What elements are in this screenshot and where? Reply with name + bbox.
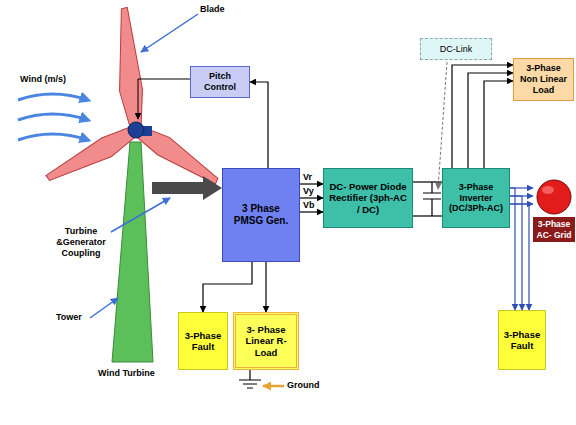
- connector: [300, 183, 323, 184]
- tower: [112, 142, 153, 362]
- inverter-box: 3-Phase Inverter (DC/3Ph-AC): [442, 168, 510, 228]
- signal-name: Vr: [302, 172, 313, 183]
- connector: [413, 181, 442, 182]
- load-box: 3-Phase Non Linear Load: [513, 58, 574, 101]
- connector: [300, 211, 323, 212]
- connector: [203, 262, 252, 312]
- connector: [452, 65, 513, 168]
- node-text: 3-Phase Fault: [182, 330, 224, 353]
- node-text: DC- Power Diode Rectifier (3ph-AC / DC): [327, 181, 409, 215]
- part-label: Turbine &Generator Coupling: [52, 226, 110, 258]
- node-text: 3-Phase Fault: [502, 329, 542, 352]
- signal-name: Vb: [302, 200, 316, 211]
- node-text: DC-Link: [424, 44, 488, 55]
- blade: [43, 122, 142, 188]
- node-text: 3- Phase Linear R-Load: [239, 324, 293, 358]
- connector: [413, 215, 442, 216]
- connector: [300, 197, 323, 198]
- fault-box: 3-Phase Fault: [178, 312, 228, 370]
- highlight: [542, 186, 554, 194]
- ground-symbol: [239, 370, 261, 388]
- part-label: Wind Turbine: [98, 368, 168, 379]
- pitch-signal: [138, 79, 190, 119]
- connector: [510, 188, 515, 310]
- leader-line: [141, 14, 198, 52]
- node-text: 3 Phase PMSG Gen.: [231, 203, 291, 227]
- leader-line: [90, 298, 118, 318]
- blade: [112, 7, 146, 132]
- node-text: 3-Phase Non Linear Load: [517, 63, 570, 95]
- wind-arrow: [18, 134, 88, 140]
- leader-line: [111, 198, 170, 232]
- rectifier-box: DC- Power Diode Rectifier (3ph-AC / DC): [323, 168, 413, 228]
- load-box: 3- Phase Linear R-Load: [233, 312, 299, 370]
- wind-arrow: [18, 114, 88, 120]
- node-text: 3-Phase AC- Grid: [533, 217, 575, 241]
- grid-source: 3-Phase AC- Grid: [533, 178, 575, 243]
- part-label: Tower: [56, 312, 90, 323]
- connector: [250, 82, 268, 168]
- grid-symbol: [533, 179, 575, 217]
- hub: [128, 122, 144, 138]
- connector: [484, 81, 513, 168]
- part-label: Ground: [287, 380, 337, 391]
- connector: [510, 204, 529, 310]
- part-label: Wind (m/s): [20, 74, 90, 85]
- generator-box: 3 Phase PMSG Gen.: [222, 168, 300, 262]
- control-box: Pitch Control: [190, 66, 250, 98]
- connector: [510, 196, 522, 310]
- callout-box: DC-Link: [420, 38, 492, 60]
- node-text: Pitch Control: [194, 71, 246, 93]
- coupling-arrow: [152, 176, 222, 200]
- signal-name: Vy: [302, 186, 315, 197]
- connector: [468, 73, 513, 168]
- grid-circle: [537, 180, 571, 214]
- leader-line: [263, 385, 284, 388]
- part-label: Blade: [200, 4, 240, 15]
- node-text: 3-Phase Inverter (DC/3Ph-AC): [445, 182, 507, 214]
- fault-box: 3-Phase Fault: [498, 310, 546, 370]
- wind-arrow: [18, 94, 88, 100]
- connector: [265, 262, 266, 312]
